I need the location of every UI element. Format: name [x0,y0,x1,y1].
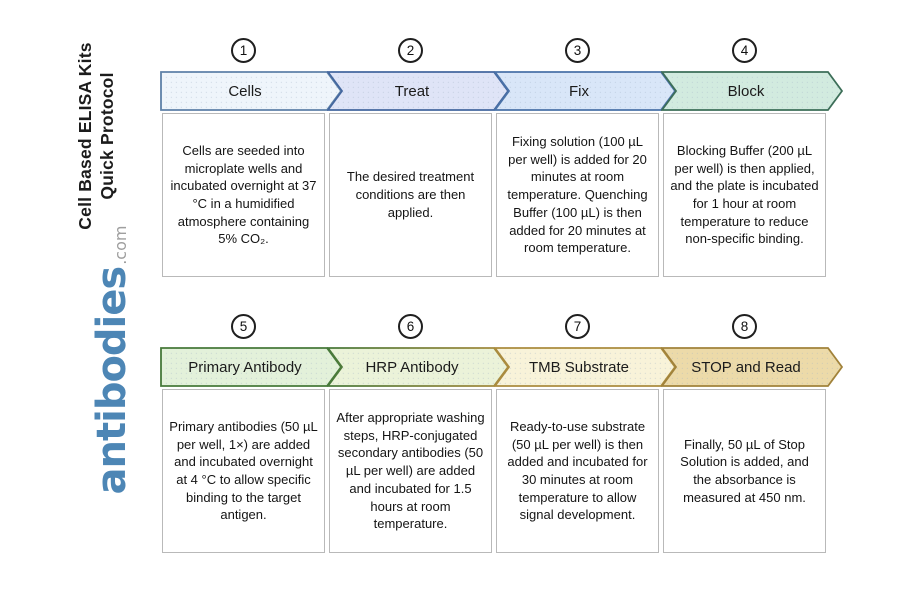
step-number-badge: 4 [732,38,757,63]
step-number-wrap: 8 [661,314,828,347]
step-banner: Treat [327,71,509,111]
step-number-badge: 6 [398,314,423,339]
step-description-box: The desired treatment conditions are the… [329,113,492,277]
step-number-wrap: 3 [494,38,661,71]
step-banner-label: HRP Antibody [365,358,459,376]
step-banner-label: Fix [569,82,589,100]
protocol-step: 7 TMB Substrate Ready-to-use substrate (… [494,314,676,553]
step-banner-label: Cells [228,82,262,100]
step-banner-label: TMB Substrate [528,358,630,376]
step-number-wrap: 4 [661,38,828,71]
step-banner: Block [661,71,843,111]
protocol-row-2: 5 Primary Antibody Primary antibodies (5… [160,314,843,553]
protocol-step: 4 Block Blocking Buffer (200 µL per well… [661,38,843,277]
protocol-step: 8 STOP and Read Finally, 50 µL of Stop S… [661,314,843,553]
step-description-box: Finally, 50 µL of Stop Solution is added… [663,389,826,553]
logo-text: antibodies [89,266,135,495]
protocol-step: 5 Primary Antibody Primary antibodies (5… [160,314,342,553]
arrow-banner-icon [661,347,843,387]
arrow-banner-icon [494,347,676,387]
step-banner: TMB Substrate [494,347,676,387]
step-banner: Primary Antibody [160,347,342,387]
arrow-banner-icon [661,71,843,111]
step-number-wrap: 7 [494,314,661,347]
step-description-box: After appropriate washing steps, HRP-con… [329,389,492,553]
step-description-box: Ready-to-use substrate (50 µL per well) … [496,389,659,553]
step-number-badge: 3 [565,38,590,63]
protocol-step: 3 Fix Fixing solution (100 µL per well) … [494,38,676,277]
step-description-box: Fixing solution (100 µL per well) is add… [496,113,659,277]
step-description-box: Primary antibodies (50 µL per well, 1×) … [162,389,325,553]
arrow-banner-icon [327,347,509,387]
step-number-wrap: 5 [160,314,327,347]
step-number-badge: 8 [732,314,757,339]
protocol-step: 2 Treat The desired treatment conditions… [327,38,509,277]
sidebar-title-line2: Quick Protocol [97,72,117,200]
step-banner: Fix [494,71,676,111]
step-description-box: Blocking Buffer (200 µL per well) is the… [663,113,826,277]
step-banner-label: Primary Antibody [188,358,302,376]
step-banner-label: Treat [394,82,430,100]
step-number-badge: 2 [398,38,423,63]
arrow-banner-icon [160,347,342,387]
arrow-banner-icon [160,71,342,111]
logo-suffix: .com [111,225,130,265]
step-number-badge: 7 [565,314,590,339]
protocol-step: 6 HRP Antibody After appropriate washing… [327,314,509,553]
step-banner: HRP Antibody [327,347,509,387]
step-banner: Cells [160,71,342,111]
step-number-badge: 1 [231,38,256,63]
sidebar-title: Cell Based ELISA Kits Quick Protocol [73,41,119,231]
protocol-step: 1 Cells Cells are seeded into microplate… [160,38,342,277]
antibodies-logo: antibodies .com [70,226,135,495]
arrow-banner-icon [327,71,509,111]
step-description-box: Cells are seeded into microplate wells a… [162,113,325,277]
step-number-wrap: 1 [160,38,327,71]
step-number-wrap: 2 [327,38,494,71]
sidebar-title-line1: Cell Based ELISA Kits [74,42,95,230]
protocol-row-1: 1 Cells Cells are seeded into microplate… [160,38,843,277]
step-banner-label: STOP and Read [691,358,801,376]
step-number-badge: 5 [231,314,256,339]
step-number-wrap: 6 [327,314,494,347]
step-banner-label: Block [727,82,765,100]
step-banner: STOP and Read [661,347,843,387]
